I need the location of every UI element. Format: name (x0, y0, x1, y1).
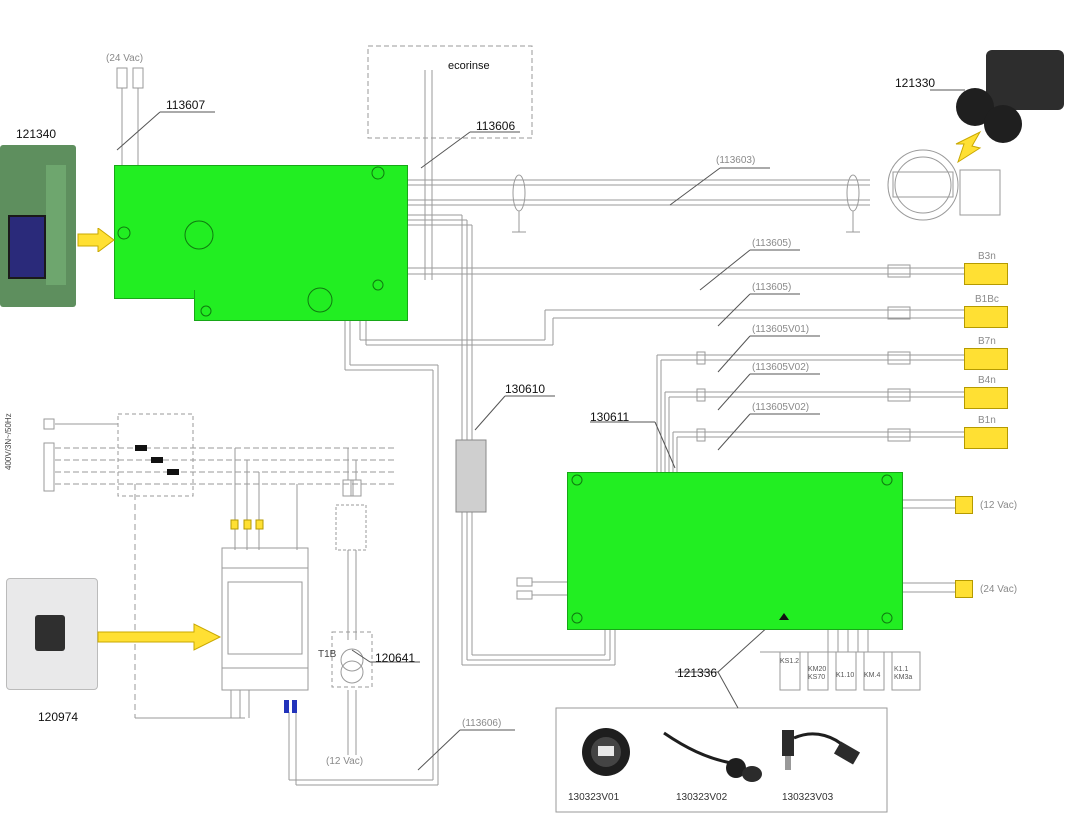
usb-part-3-label: 130323V03 (782, 792, 834, 803)
label-113605v02-a: (113605V02) (752, 362, 810, 373)
relay-label-4: KM.4 (864, 672, 881, 679)
board-121340-photo (0, 145, 76, 307)
ref-113606: 113606 (476, 119, 516, 133)
probe-terminal-b1n (964, 427, 1008, 449)
arrow-121340-icon (77, 228, 115, 252)
label-24vac-right: (24 Vac) (980, 584, 1018, 595)
main-board-markings (117, 166, 385, 317)
relay-label-3: K1.10 (836, 672, 855, 679)
probe-label-b1n: B1n (978, 415, 996, 426)
probe-label-b7n: B7n (978, 336, 996, 347)
ref-120974: 120974 (38, 710, 79, 724)
ecorinse-label: ecorinse (448, 60, 490, 72)
probe-terminal-b3n (964, 263, 1008, 285)
probe-terminal-b7n (964, 348, 1008, 370)
ref-121340: 121340 (16, 127, 57, 141)
transformer-label: T1B (318, 649, 337, 660)
usb-part-2-label: 130323V02 (676, 792, 728, 803)
usb-part-1-label: 130323V01 (568, 792, 620, 803)
ref-121336: 121336 (677, 666, 718, 680)
terminal-12vac (955, 496, 973, 514)
arrow-121330-icon (955, 130, 982, 164)
ref-130610: 130610 (505, 382, 546, 396)
probe-label-b1bc: B1Bc (975, 294, 999, 305)
arrow-120974-icon (97, 623, 222, 651)
probe-label-b3n: B3n (978, 251, 996, 262)
label-12vac-right: (12 Vac) (980, 500, 1018, 511)
probe-terminal-b1bc (964, 306, 1008, 328)
expansion-board-markings (571, 474, 893, 624)
ref-113607: 113607 (166, 98, 206, 112)
supply-label: 400V/3N~/50Hz (4, 413, 13, 470)
label-12vac-bottom: (12 Vac) (326, 756, 364, 767)
relay-label-2: KM20 KS70 (808, 666, 827, 681)
ref-130611: 130611 (590, 410, 630, 424)
label-113605v02-b: (113605V02) (752, 402, 810, 413)
terminal-24vac (955, 580, 973, 598)
label-113606-bottom: (113606) (462, 718, 502, 729)
main-board (114, 165, 408, 299)
ref-121330: 121330 (895, 76, 936, 90)
label-113603: (113603) (716, 155, 756, 166)
label-113605v01: (113605V01) (752, 324, 810, 335)
relay-label-1: KS1.2 (780, 658, 800, 665)
ref-120641: 120641 (375, 651, 416, 665)
expansion-board (567, 472, 903, 630)
label-113605-a: (113605) (752, 238, 792, 249)
probe-terminal-b4n (964, 387, 1008, 409)
usb-parts-drawing (582, 728, 861, 782)
controller-120974-photo (6, 578, 98, 690)
label-24vac-top: (24 Vac) (106, 53, 144, 64)
relay-label-5: K1.1 KM3a (894, 666, 913, 681)
label-113605-b: (113605) (752, 282, 792, 293)
probe-label-b4n: B4n (978, 375, 996, 386)
main-board-tail (194, 290, 408, 321)
valve-121330-photo (956, 50, 1064, 145)
